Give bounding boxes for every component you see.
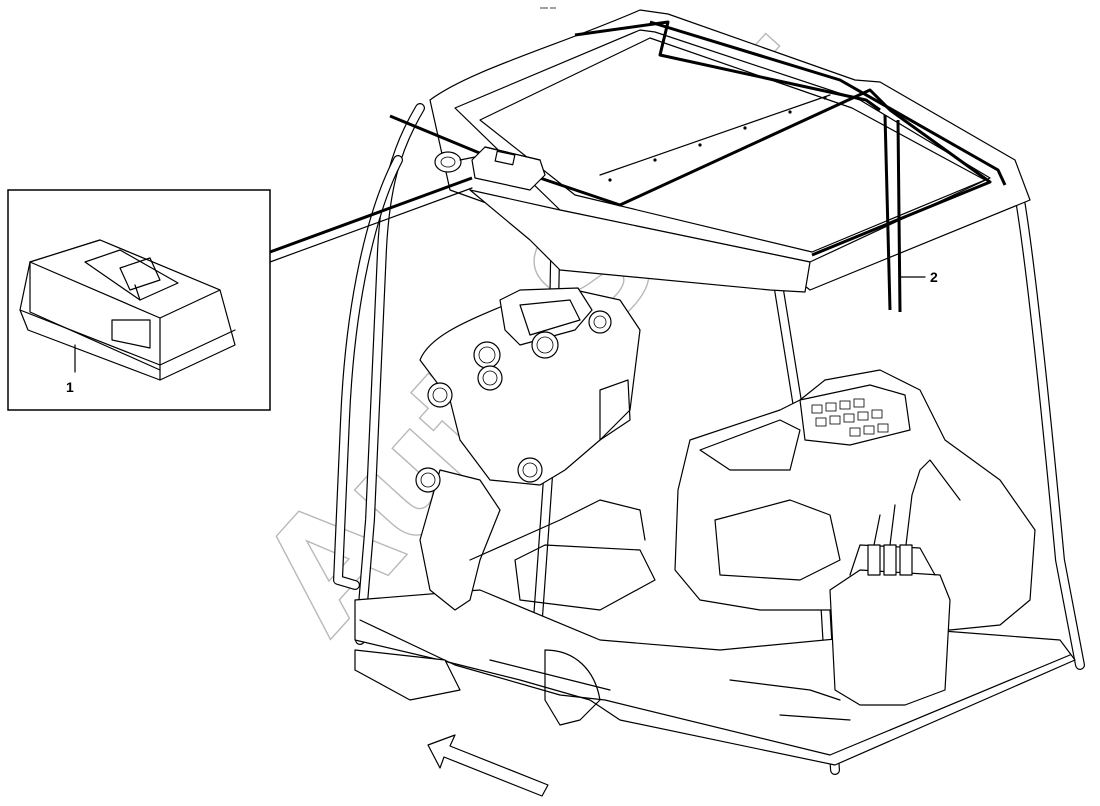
gauge-dials — [415, 310, 612, 493]
callout-2-label: 2 — [930, 269, 938, 285]
callout-1: 1 — [66, 379, 74, 395]
cab-frame — [333, 9, 1085, 775]
keypad-grid — [811, 398, 889, 437]
callout-1-label: 1 — [66, 379, 74, 395]
right-console — [674, 369, 1036, 706]
header-rivets — [608, 96, 827, 182]
forward-direction-arrow — [427, 734, 549, 797]
steering-console — [415, 287, 646, 611]
mounted-component — [434, 146, 546, 191]
joystick-levers — [867, 469, 921, 576]
detail-inset — [7, 176, 473, 411]
callout-2: 2 — [899, 269, 938, 285]
